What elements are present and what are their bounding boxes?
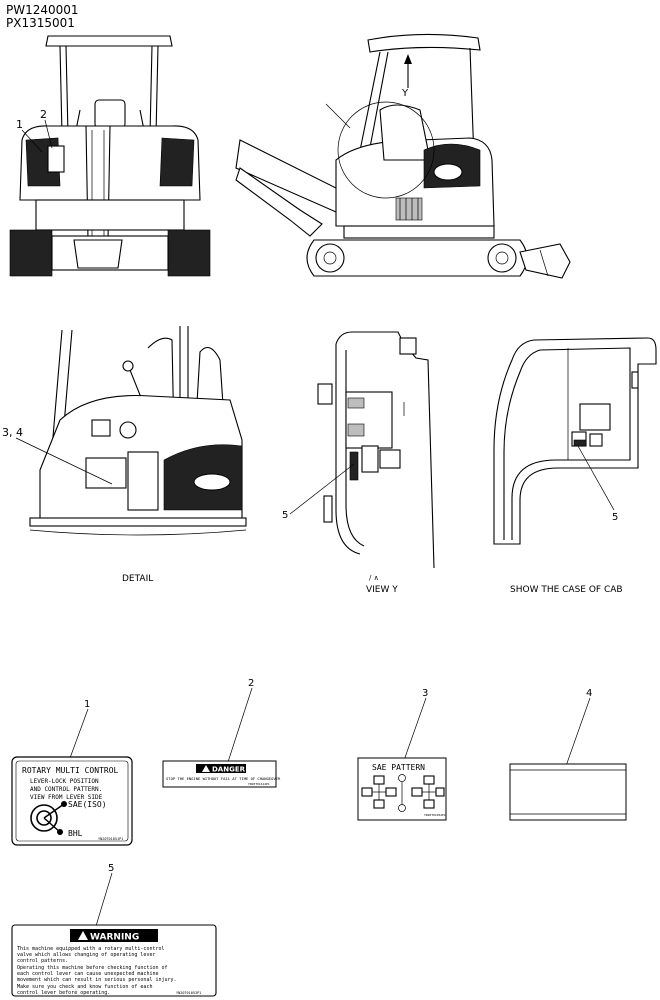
callout-3-4: 3, 4 (2, 426, 23, 439)
label-5-warning: WARNING This machine equipped with a rot… (11, 924, 217, 997)
label-5-line: movement which can result in serious per… (17, 977, 177, 983)
label-1-line: AND CONTROL PATTERN. (30, 786, 102, 793)
label-3-title: SAE PATTERN (372, 763, 425, 772)
callout-y: Y (401, 88, 409, 99)
leader-line (69, 708, 89, 759)
label-5-part-number: YN20T01053P1 (176, 991, 201, 995)
leader-line (15, 437, 113, 485)
label-5-line: valve which allows changing of operating… (17, 952, 155, 958)
leader-line (95, 872, 113, 927)
cab-case-view (493, 337, 657, 545)
label-4-number: 4 (586, 688, 592, 699)
leader-line (401, 697, 427, 767)
callout-5-view-y: 5 (282, 510, 288, 521)
callout-5-cab: 5 (612, 512, 618, 523)
label-3-part-number: YN20T01052P1 (424, 813, 446, 817)
label-1-number: 1 (84, 699, 90, 710)
view-y-caption: VIEW Y (366, 585, 398, 595)
warning-triangle-icon (78, 931, 88, 940)
label-2-text: STOP THE ENGINE WITHOUT FAIL AT TIME OF … (166, 776, 281, 781)
leader-line (227, 687, 253, 763)
label-1-rotary-multi-control: ROTARY MULTI CONTROL LEVER-LOCK POSITION… (11, 756, 133, 846)
cab-caption: SHOW THE CASE OF CAB (510, 585, 623, 595)
label-1-sae: SAE(ISO) (68, 800, 107, 809)
side-view-excavator (235, 33, 571, 279)
label-2-part-number: YN20T01614P1 (248, 782, 270, 786)
label-5-line: control lever before operating. (17, 990, 110, 996)
callout-2: 2 (40, 108, 47, 121)
leader-line (565, 697, 591, 767)
warning-triangle-icon (202, 765, 210, 772)
label-1-bhl: BHL (68, 829, 83, 838)
label-2-header: DANGER (212, 766, 246, 774)
leader-line (289, 463, 355, 515)
label-1-line: VIEW FROM LEVER SIDE (30, 794, 103, 801)
front-view-excavator (9, 35, 211, 277)
label-4-blank (509, 763, 627, 821)
label-5-number: 5 (108, 863, 114, 874)
label-5-line: Operating this machine before checking f… (17, 965, 168, 971)
label-5-line: control patterns. (17, 958, 68, 964)
label-5-line: Make sure you check and know function of… (17, 984, 152, 990)
label-2-danger: DANGER STOP THE ENGINE WITHOUT FAIL AT T… (162, 760, 281, 788)
leader-line (577, 445, 615, 511)
serial-number-2: PX1315001 (6, 16, 75, 30)
view-y-arrow: ∕ ∧ (369, 574, 379, 582)
leader-line (21, 129, 43, 153)
detail-caption: DETAIL (122, 574, 153, 584)
label-2-number: 2 (248, 678, 254, 689)
callout-1: 1 (16, 118, 23, 131)
detail-view (29, 326, 247, 536)
label-1-line: LEVER-LOCK POSITION (30, 778, 99, 785)
label-3-number: 3 (422, 688, 428, 699)
label-5-header: WARNING (90, 933, 139, 943)
label-1-title: ROTARY MULTI CONTROL (22, 766, 119, 775)
leader-line (44, 119, 53, 149)
label-5-line: This machine equipped with a rotary mult… (17, 946, 165, 952)
label-5-line: each control lever can cause unexpected … (17, 971, 158, 977)
view-y (317, 331, 435, 569)
label-3-sae-pattern: SAE PATTERN YN20T01052P1 (357, 757, 447, 821)
serial-number-1: PW1240001 (6, 3, 79, 17)
label-1-part-number: YN20T01051P1 (98, 837, 123, 841)
